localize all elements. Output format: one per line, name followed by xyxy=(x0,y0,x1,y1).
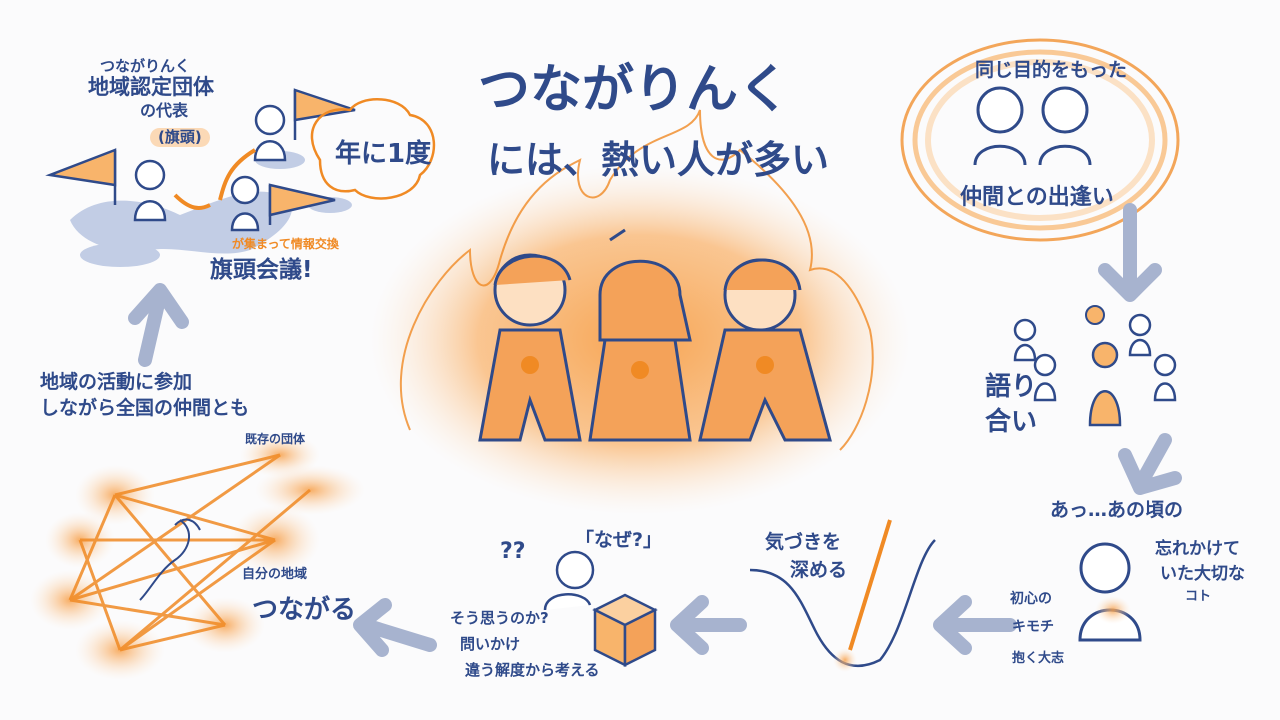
character-center xyxy=(588,228,692,442)
org-note: (旗頭) xyxy=(150,128,210,147)
flame-outline xyxy=(399,109,874,451)
beginner-line2: キモチ xyxy=(1012,619,1054,635)
character-left xyxy=(478,253,582,442)
thinking-figure xyxy=(543,550,595,611)
beginner-line1: 初心の xyxy=(1010,591,1052,607)
flow-arrows xyxy=(128,203,1182,657)
main-title: つながりんく xyxy=(478,60,791,120)
japan-map-outline xyxy=(139,518,201,601)
reflecting-figure xyxy=(1078,542,1142,642)
companions-line: 仲間との出逢い xyxy=(960,185,1114,210)
gather-arrows xyxy=(173,148,257,210)
forgot-line2: いた大切な xyxy=(1160,564,1245,584)
connect-label: つながる xyxy=(252,595,357,625)
talk-group xyxy=(1013,313,1177,427)
why-label: 「なぜ?」 xyxy=(575,529,663,551)
ask-line1: そう思うのか? xyxy=(450,609,549,627)
question-box xyxy=(592,593,658,668)
deepening-arrow xyxy=(848,519,892,651)
network-glows xyxy=(30,433,365,680)
same-purpose-line: 同じ目的をもった xyxy=(975,59,1128,81)
ask-line3: 違う解度から考える xyxy=(465,661,600,679)
ask-line2: 問いかけ xyxy=(460,635,521,653)
character-right xyxy=(698,258,832,442)
leader-meeting: 旗頭会議! xyxy=(210,257,313,283)
activity-line2: しながら全国の仲間とも xyxy=(40,397,250,419)
org-line1: つながりんく xyxy=(100,57,191,75)
existing-groups: 既存の団体 xyxy=(245,432,306,446)
forgot-line1: 忘れかけて xyxy=(1155,539,1240,559)
yearly-label: 年に1度 xyxy=(335,139,432,169)
swirl-ring-mid xyxy=(912,49,1168,231)
org-line3: の代表 xyxy=(140,101,189,120)
leader-figures xyxy=(133,104,287,232)
idea-bulb-icon xyxy=(1085,305,1105,325)
heart-glow xyxy=(1095,596,1131,624)
deepen-line1: 気づきを xyxy=(765,531,842,553)
swirl-ring-outer xyxy=(900,38,1180,242)
beginner-line3: 抱く大志 xyxy=(1012,651,1065,666)
network-lines xyxy=(68,453,311,652)
main-subtitle: には、熱い人が多い xyxy=(487,138,830,182)
own-region: 自分の地域 xyxy=(242,567,308,582)
gather-note: が集まって情報交換 xyxy=(232,237,339,251)
year-bubble xyxy=(310,98,436,200)
activity-line1: 地域の活動に参加 xyxy=(40,371,193,393)
forgot-line3: コト xyxy=(1185,589,1212,604)
leader-flags xyxy=(45,88,356,225)
deepen-line2: 深める xyxy=(790,559,848,581)
question-marks: ?? xyxy=(500,539,526,564)
ah-line: あっ…あの頃の xyxy=(1050,499,1184,521)
swirl-ring-inner xyxy=(925,59,1155,221)
friends-figures xyxy=(973,86,1092,166)
talk-label: 語り合い xyxy=(985,372,1038,438)
well-bottom-glow xyxy=(833,648,857,672)
org-line2: 地域認定団体 xyxy=(88,75,214,99)
